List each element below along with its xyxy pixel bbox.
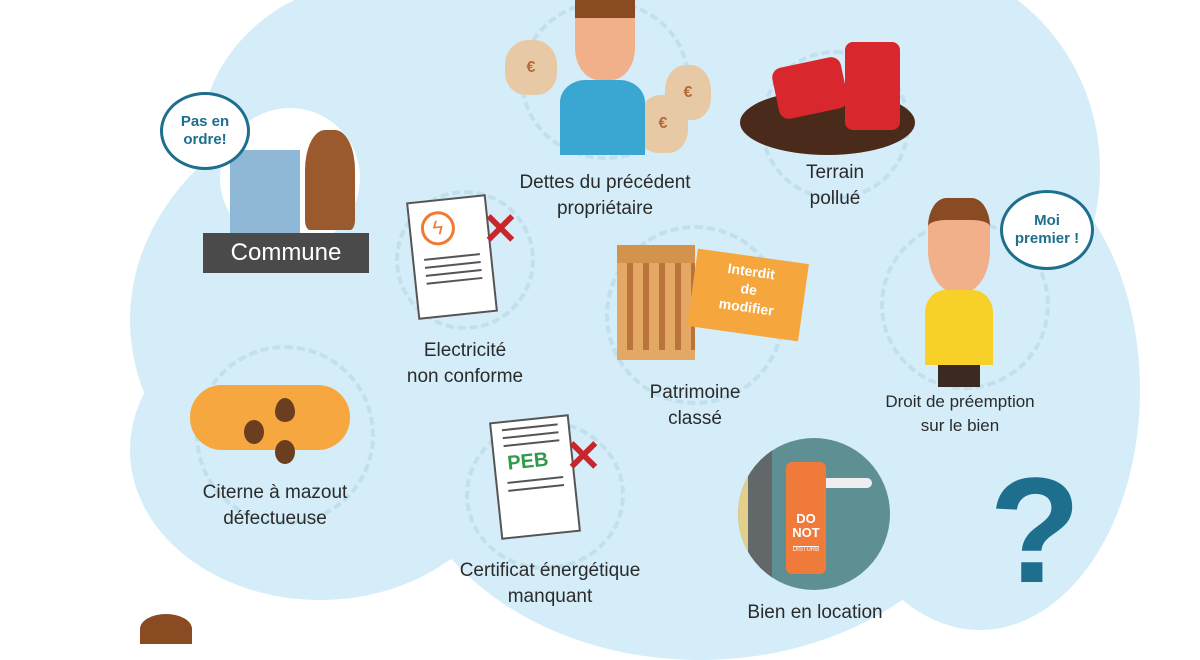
- label-line: Certificat énergétique: [459, 560, 641, 581]
- lightning-icon: ϟ: [419, 209, 457, 247]
- money-bag-icon: €: [638, 95, 688, 153]
- cross-icon: ✕: [482, 205, 519, 254]
- label-line: manquant: [507, 586, 593, 607]
- man-avatar-icon: [575, 0, 635, 80]
- label-line: classé: [668, 408, 722, 429]
- money-bag-icon: €: [505, 40, 557, 95]
- label-line: non conforme: [406, 366, 524, 387]
- label-line: sur le bien: [920, 416, 1000, 435]
- label-line: Droit de préemption: [885, 392, 1035, 411]
- tag-text: DISTURB: [792, 546, 820, 553]
- shirt-icon: [560, 80, 645, 155]
- label-line: Dettes du précédent: [519, 172, 691, 193]
- speech-bubble: Pas en ordre!: [160, 92, 250, 170]
- peb-text: PEB: [506, 448, 550, 475]
- label-line: Patrimoine: [649, 382, 741, 403]
- shirt-icon: [925, 290, 993, 365]
- question-mark-icon: ?: [989, 446, 1081, 614]
- label-line: Citerne à mazout: [202, 482, 348, 503]
- bubble-text: premier !: [1014, 230, 1080, 247]
- tag-text: NOT: [792, 525, 820, 540]
- column-icon: [617, 245, 695, 360]
- sign-text: Interdit: [726, 260, 776, 283]
- oil-drop-icon: [244, 420, 264, 444]
- tag-text: DO: [796, 511, 816, 526]
- cross-icon: ✕: [565, 432, 602, 481]
- man-avatar-icon: [928, 198, 990, 293]
- man-avatar-icon: [305, 130, 355, 230]
- partial-avatar-icon: [140, 614, 192, 644]
- pants-icon: [938, 365, 980, 387]
- sign-text: modifier: [717, 295, 775, 319]
- bubble-text: Moi: [1034, 212, 1060, 229]
- label-line: pollué: [809, 188, 861, 209]
- sign-text: de: [739, 279, 759, 299]
- label-line: défectueuse: [223, 508, 327, 529]
- oil-drop-icon: [275, 398, 295, 422]
- label-line: Electricité: [423, 340, 507, 361]
- door-handle-icon: [800, 478, 872, 488]
- label-line: propriétaire: [556, 198, 654, 219]
- oil-tank-icon: [190, 385, 350, 450]
- label-line: Terrain: [805, 162, 865, 183]
- oil-drop-icon: [275, 440, 295, 464]
- barrel-icon: [845, 42, 900, 130]
- buildings-icon: [230, 150, 300, 235]
- location-label: Bien en location: [747, 602, 883, 623]
- bubble-text: Pas en ordre!: [180, 113, 230, 148]
- commune-label: Commune: [203, 233, 369, 273]
